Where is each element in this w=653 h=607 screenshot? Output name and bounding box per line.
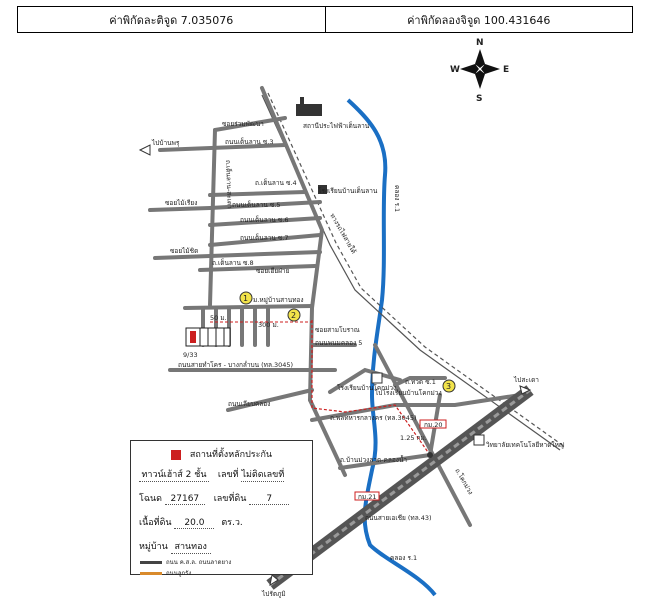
compass-w: W xyxy=(450,65,460,75)
legend-house-no-value: ไม่ติดเลขที่ xyxy=(241,467,285,482)
power-station-icon xyxy=(296,97,322,116)
label-dist-300: 300 ม. xyxy=(258,321,279,329)
legend-house-no-label: เลขที่ xyxy=(217,470,239,480)
longitude-label: ค่าพิกัดลองจิจูด 100.431646 xyxy=(324,7,633,32)
highway xyxy=(266,385,534,590)
label-school2: โรงเรียนบ้านโคกม่วง xyxy=(337,384,396,392)
label-vertical-road: ถ.เต็นลาน-สะเดา xyxy=(224,160,235,209)
key-road-main-swatch-icon xyxy=(140,561,162,564)
label-main-road: ถนนสายทำโคร - บางกล่ำบน (ทล.3045) xyxy=(178,360,293,369)
label-km20: กม.20 xyxy=(424,421,443,429)
label-school: โรงเรียนบ้านเต็นลาน xyxy=(318,186,378,195)
label-road4: ถ.เต็นลาน ซ.4 xyxy=(255,178,297,187)
school-icon xyxy=(318,185,327,194)
compass-s: S xyxy=(476,94,482,104)
label-road5: ถนนเต็นลาน ซ.5 xyxy=(232,200,280,209)
svg-text:2: 2 xyxy=(291,311,296,320)
label-highway2: ถนนสายเอเชีย (ทล.43) xyxy=(365,514,432,522)
marker-1-icon: 1 xyxy=(239,291,253,305)
legend-type: ทาวน์เฮ้าส์ 2 ชั้น xyxy=(139,467,209,482)
label-soi-d: ซอยสามโบราณ xyxy=(315,326,360,334)
svg-text:1: 1 xyxy=(243,294,248,303)
legend-land-no-label: เลขที่ดิน xyxy=(213,494,247,504)
label-canal2: คลอง ร.1 xyxy=(390,554,417,562)
compass-n: N xyxy=(476,38,484,48)
key-road-soil-swatch-icon xyxy=(140,572,162,575)
road-network xyxy=(148,86,522,527)
legend-title: สถานที่ตั้งหลักประกัน xyxy=(189,450,273,460)
label-road7: ถนนเต็นลาน ซ.7 xyxy=(240,233,288,242)
legend-area-unit: ตร.ว. xyxy=(221,518,243,528)
label-soi-a: ซอยไม้เรียง xyxy=(165,199,197,207)
college-icon xyxy=(473,434,485,446)
east-arrow-icon xyxy=(519,385,532,395)
key-road-soil: ถนนลูกรัง xyxy=(140,568,191,578)
key-road-main-label: ถนน ค.ส.ล. ถนนลาดยาง xyxy=(166,559,232,566)
label-km21: กม.21 xyxy=(358,493,377,501)
label-road2: ถนนเต็นลาน ซ.3 xyxy=(225,137,273,146)
label-dist-1250: 1.25 กม. xyxy=(400,434,427,442)
label-to-chanat: ไปสะเดา xyxy=(513,376,539,384)
key-road-soil-label: ถนนลูกรัง xyxy=(166,570,192,577)
latitude-label: ค่าพิกัดละติจูด 7.035076 xyxy=(109,13,234,27)
label-road1: ซอยร่วมพัฒนา xyxy=(222,120,264,128)
legend-deed-label: โฉนด xyxy=(139,494,162,504)
legend-village-value: สานทอง xyxy=(170,539,211,554)
compass-e: E xyxy=(503,65,509,75)
legend-deed-value: 27167 xyxy=(164,494,205,505)
label-road-x: ถนนเลียบคลอง xyxy=(228,400,270,408)
label-power: สถานีประไฟฟ้าเต็นลาน xyxy=(303,121,370,130)
label-road8: ถ.เต็นลาน ซ.8 xyxy=(212,258,254,267)
label-dist-50: 50 ม. xyxy=(210,314,227,322)
legend-land-no-value: 7 xyxy=(249,494,290,505)
label-highway: ถ.พลทหารกลางคร (ทล.3045) xyxy=(330,414,417,422)
plot-house-icon xyxy=(185,327,231,347)
label-road-b5: ถนนพนมคลอง 5 xyxy=(315,339,362,347)
label-soi-b: ซอยไม้ชิด xyxy=(170,247,198,255)
coordinate-header: ค่าพิกัดละติจูด 7.035076 ค่าพิกัดลองจิจู… xyxy=(17,6,633,33)
label-road-west: ไปบ้านพรุ xyxy=(151,139,180,147)
label-road6: ถนนเต็นลาน ซ.6 xyxy=(240,215,288,224)
label-khok: ถ.โคกม่วง xyxy=(453,467,474,496)
label-temple-rd: ถ.ทวด ซ.1 xyxy=(405,378,436,386)
legend-box: สถานที่ตั้งหลักประกัน ทาวน์เฮ้าส์ 2 ชั้น… xyxy=(130,440,313,575)
marker-2-icon: 2 xyxy=(287,308,301,322)
label-canal: คลอง ร.1 xyxy=(393,185,401,212)
label-village: ม.หมู่บ้านสานทอง xyxy=(253,296,304,304)
label-plot: 9/33 xyxy=(183,351,198,359)
legend-plot-swatch-icon xyxy=(171,449,181,460)
label-pond: ไปโรงเรียนบ้านโคกม่วง xyxy=(374,389,442,397)
west-arrow-icon xyxy=(138,144,151,156)
km21-marker-icon xyxy=(354,491,380,501)
marker-3-icon: 3 xyxy=(442,379,456,393)
label-college: วิทยาลัยเทคโนโลยีหาดใหญ่ xyxy=(486,441,565,449)
temple-icon xyxy=(427,452,433,458)
route-line xyxy=(311,320,431,456)
label-to-south: ไปรัตภูมิ xyxy=(261,590,286,598)
svg-text:3: 3 xyxy=(446,382,451,391)
key-road-main: ถนน ค.ส.ล. ถนนลาดยาง xyxy=(140,557,231,567)
school-2-icon xyxy=(371,372,383,384)
river xyxy=(346,98,437,597)
compass-rose-icon: N S W E xyxy=(450,38,509,104)
legend-village-label: หมู่บ้าน xyxy=(139,542,168,552)
legend-area-label: เนื้อที่ดิน xyxy=(139,518,172,528)
label-ban-khlong: ถ.บ้านม่วงลาด-คลองน้ำ xyxy=(340,455,407,464)
legend-area-value: 20.0 xyxy=(174,518,215,529)
km20-marker-icon xyxy=(419,419,447,429)
south-arrow-icon xyxy=(269,574,279,587)
label-soi-c: ซอยเฮียฝ่าย xyxy=(256,267,290,275)
